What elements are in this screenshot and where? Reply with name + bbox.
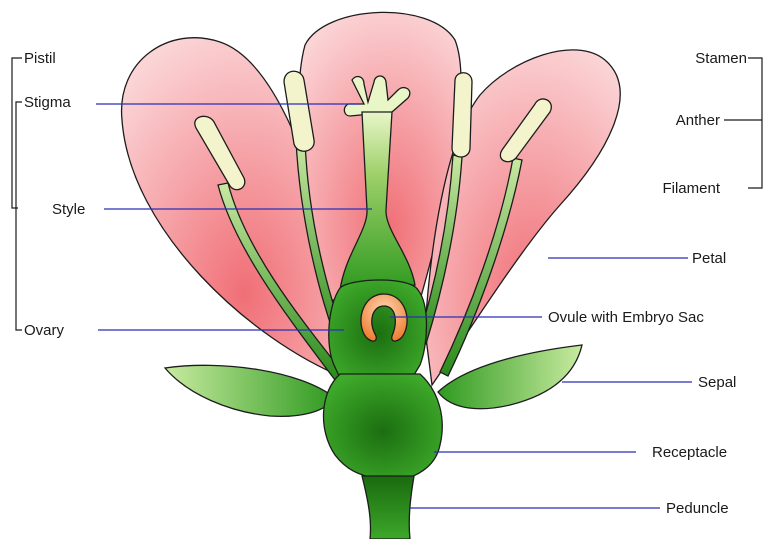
label-pistil: Pistil: [24, 50, 56, 67]
label-stamen: Stamen: [695, 50, 747, 67]
label-peduncle: Peduncle: [666, 500, 729, 517]
label-sepal: Sepal: [698, 374, 736, 391]
label-receptacle: Receptacle: [652, 444, 727, 461]
label-petal: Petal: [692, 250, 726, 267]
label-anther: Anther: [676, 112, 720, 129]
receptacle: [324, 374, 443, 478]
pistil-bracket: [12, 58, 22, 330]
label-filament: Filament: [662, 180, 720, 197]
anther-3: [452, 73, 472, 157]
label-stigma: Stigma: [24, 94, 71, 111]
sepal-right: [438, 345, 582, 409]
label-style: Style: [52, 201, 85, 218]
label-ovary: Ovary: [24, 322, 65, 339]
peduncle: [362, 476, 414, 539]
label-ovule: Ovule with Embryo Sac: [548, 309, 704, 326]
stamen-bracket: [724, 58, 762, 188]
sepal-left: [165, 365, 335, 416]
